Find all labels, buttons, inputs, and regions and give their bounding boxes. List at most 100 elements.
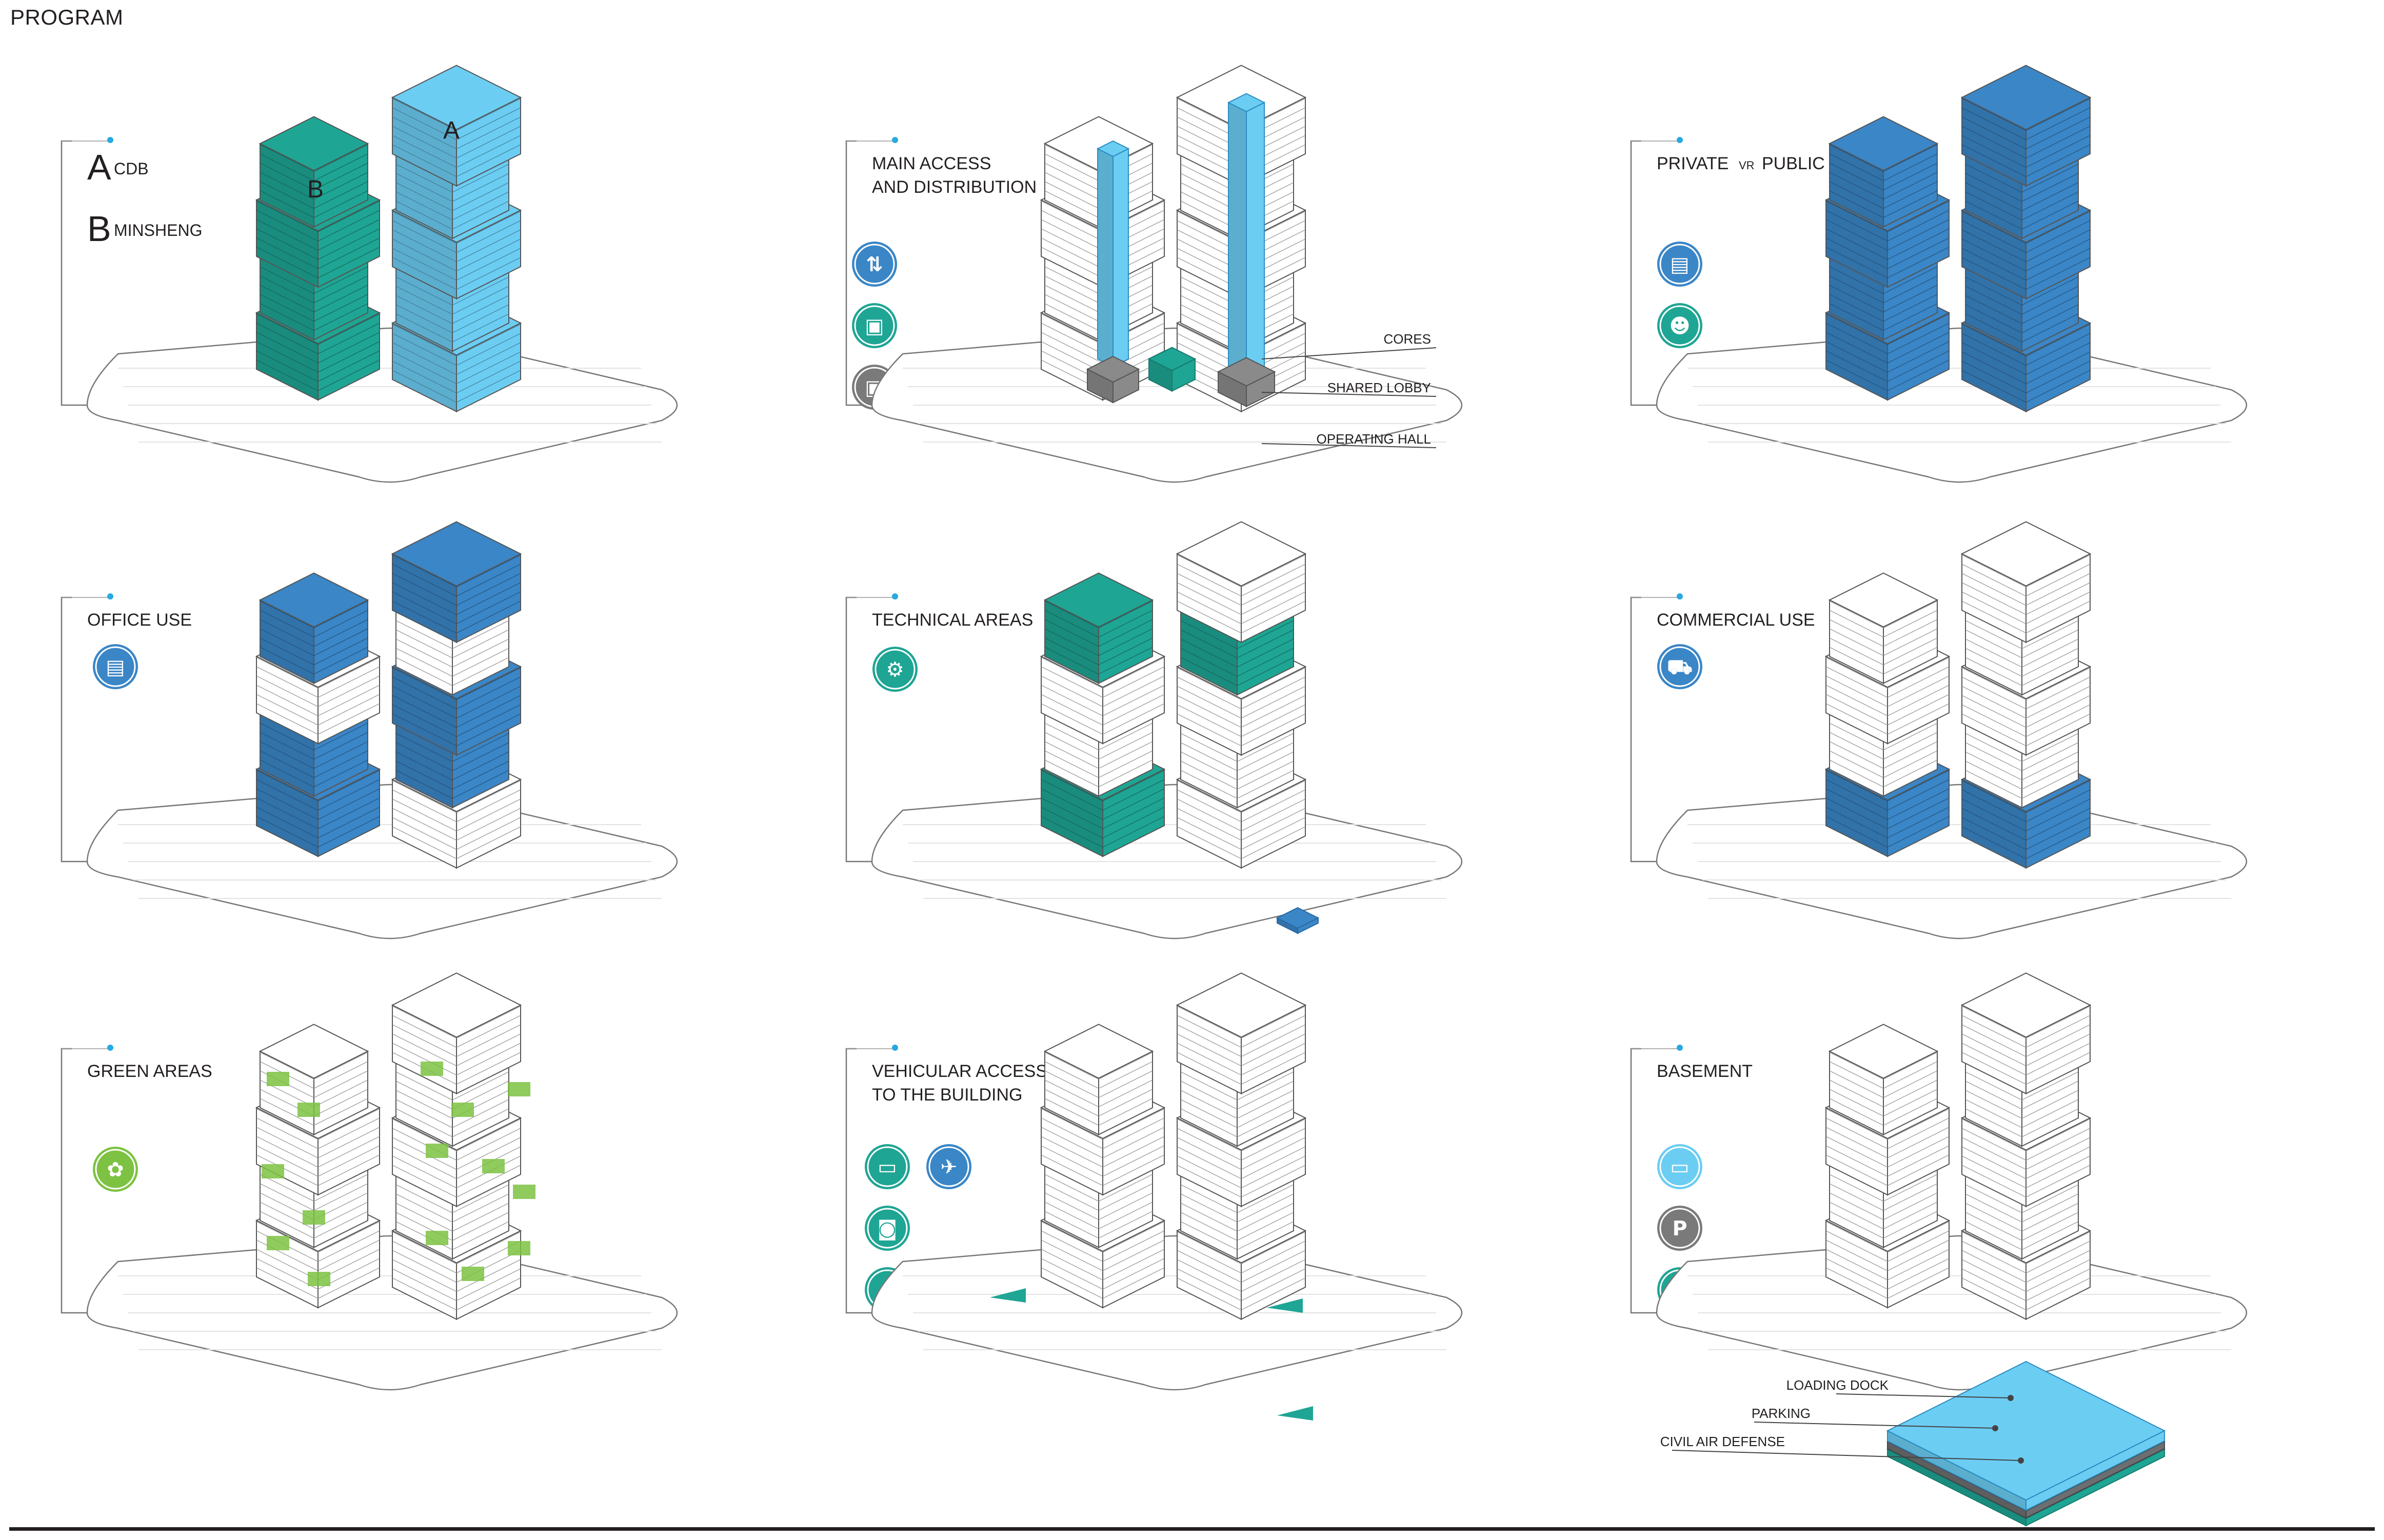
bus-icon-disc: [865, 1144, 910, 1189]
floor-line: [1965, 657, 2079, 686]
floor-line: [260, 275, 368, 304]
floor-line: [1961, 554, 2091, 588]
bus-icon-ring: [867, 1146, 908, 1187]
floor-line: [1044, 1183, 1153, 1211]
floor-line: [1965, 304, 2079, 333]
floor-line: [256, 816, 380, 848]
floor-line: [1825, 1221, 1950, 1253]
floor-line: [392, 1006, 521, 1039]
floor-line: [1044, 1211, 1153, 1239]
box-top-face: [1276, 907, 1320, 929]
floor-line: [395, 761, 509, 790]
floor-line: [1044, 1174, 1153, 1202]
legend-letter: A: [87, 147, 111, 187]
tower: [1824, 572, 1951, 857]
panel-label-small: VR: [1739, 159, 1755, 172]
floor-line: [1044, 732, 1153, 760]
floor-line: [1829, 1098, 1938, 1126]
floor-line: [1177, 704, 1306, 737]
floor-line: [1961, 789, 2091, 823]
helicopter-icon: ✈: [926, 1144, 971, 1189]
floor-line: [395, 638, 509, 668]
floor-line: [1961, 1165, 2091, 1198]
floor-line: [1041, 770, 1165, 802]
tower-a-label: A: [443, 117, 460, 144]
floor-line: [1829, 181, 1938, 209]
floor-line: [1825, 1145, 1950, 1177]
floor-line: [1829, 1089, 1938, 1117]
floor-line: [1177, 564, 1306, 597]
parking-icon-glyph: P: [1672, 1217, 1687, 1241]
bracket-dot: [1677, 1045, 1683, 1051]
panel-label: VEHICULAR ACCESS: [872, 1062, 1047, 1081]
floor-line: [1829, 637, 1938, 666]
floor-line: [256, 1267, 380, 1299]
leaf-icon-ring: [95, 1149, 136, 1190]
tower-segment: [1960, 65, 2092, 187]
floor-line: [392, 1165, 521, 1198]
callout-dot: [2008, 1395, 2014, 1401]
floor-line: [392, 1146, 521, 1179]
floor-line: [260, 610, 368, 638]
floor-line: [1044, 1070, 1153, 1098]
tower: [1176, 65, 1307, 413]
floor-line: [392, 1052, 521, 1085]
callout-label: LOADING DOCK: [1786, 1377, 1889, 1393]
floor-line: [395, 182, 509, 211]
callout-line: [1261, 392, 1437, 397]
floor-line: [260, 181, 368, 209]
floor-line: [395, 742, 509, 771]
floor-line: [1965, 1212, 2079, 1241]
briefcase-icon-ring: [1659, 244, 1700, 285]
bracket-line: [61, 596, 97, 863]
green-terrace: [508, 1241, 530, 1255]
floor-line: [395, 648, 509, 677]
panel-label: BASEMENT: [1657, 1062, 1753, 1081]
gears-icon-disc: [872, 647, 918, 692]
floor-line: [260, 628, 368, 656]
floor-line: [395, 1071, 509, 1101]
bus-icon: ▭: [865, 1144, 910, 1189]
callout-label: SHARED LOBBY: [1327, 380, 1431, 395]
floor-line: [1180, 648, 1294, 677]
floor-line: [392, 248, 521, 281]
box-top-face: [391, 521, 522, 587]
floor-line: [1041, 666, 1165, 698]
floor-line: [1180, 629, 1294, 658]
floor-line: [392, 333, 521, 366]
floor-line: [1177, 1231, 1306, 1265]
floor-line: [1961, 1052, 2091, 1085]
briefcase-icon: ▤: [1657, 242, 1702, 287]
floor-line: [1965, 648, 2079, 677]
floor-line: [1177, 582, 1306, 615]
floor-line: [260, 144, 368, 172]
floor-line: [1961, 1006, 2091, 1039]
floor-line: [260, 163, 368, 191]
floor-line: [1829, 1202, 1938, 1230]
floor-line: [1961, 695, 2091, 728]
floor-line: [1180, 1081, 1294, 1110]
site-plaza: [871, 1235, 1463, 1391]
floor-line: [1041, 694, 1165, 726]
floor-line: [1180, 1193, 1294, 1223]
floor-line: [392, 591, 521, 625]
floor-line: [1180, 1108, 1294, 1137]
floor-line: [1177, 554, 1306, 588]
cart-icon-ring: [1659, 646, 1700, 687]
floor-line: [1961, 780, 2091, 813]
floor-line: [1965, 173, 2079, 202]
floor-line: [1177, 1250, 1306, 1283]
floor-line: [1177, 1024, 1306, 1057]
floor-line: [1044, 759, 1153, 788]
site-plaza: [86, 784, 678, 939]
floor-line: [1965, 629, 2079, 658]
floor-line: [1965, 191, 2079, 221]
floor-line: [1041, 1145, 1165, 1177]
floor-line: [256, 788, 380, 820]
floor-line: [1180, 657, 1294, 686]
floor-line: [1965, 770, 2079, 799]
floor-line: [1041, 788, 1165, 820]
floor-line: [1041, 1230, 1165, 1262]
floor-line: [1041, 816, 1165, 848]
